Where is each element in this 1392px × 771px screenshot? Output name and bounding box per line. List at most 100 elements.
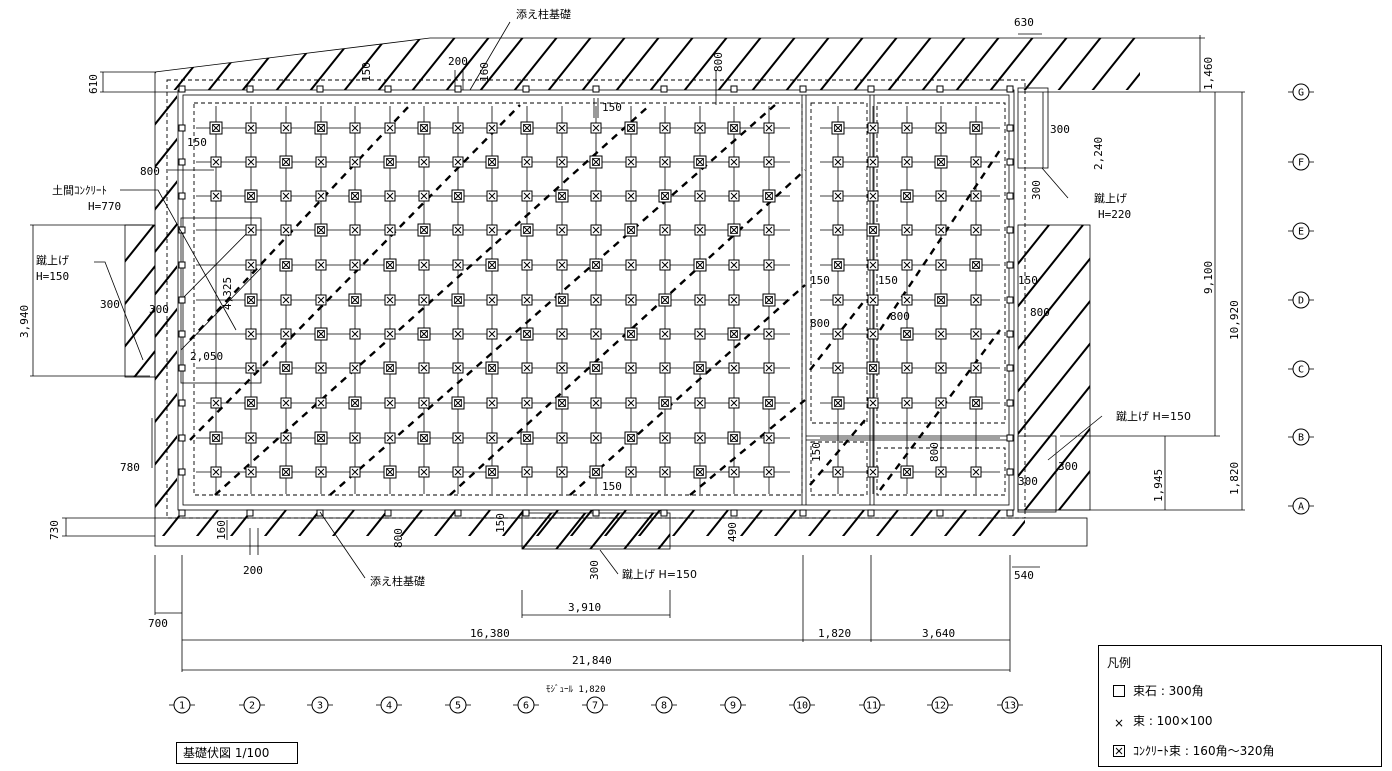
pier-symbol (972, 468, 980, 476)
hatch-line (501, 510, 525, 536)
footing-stone (592, 85, 600, 93)
hatch-line (1046, 510, 1068, 538)
pier-symbol (282, 158, 290, 166)
pier-symbol (661, 158, 669, 166)
pier-symbol (282, 124, 290, 132)
pier-symbol (937, 124, 945, 132)
pier-symbol (420, 226, 428, 234)
pier-symbol (454, 399, 462, 407)
pier-symbol (488, 434, 496, 442)
hatch-line (1022, 38, 1069, 90)
pier-symbol (661, 226, 669, 234)
pier-symbol (972, 226, 980, 234)
pier-symbol (282, 468, 290, 476)
pier-symbol (558, 468, 566, 476)
pier-symbol (834, 124, 842, 132)
hatch-line (580, 38, 627, 90)
pier-symbol (523, 434, 531, 442)
pier-symbol (488, 330, 496, 338)
pier-symbol (903, 192, 911, 200)
hatch-line (1018, 299, 1090, 393)
dim-630: 630 (1014, 16, 1034, 29)
pier-symbol (351, 296, 359, 304)
dim-21840: 21,840 (572, 654, 612, 667)
pier-symbol (247, 192, 255, 200)
hatch-line (603, 510, 627, 536)
pier-symbol (386, 158, 394, 166)
hatch-line (1023, 427, 1090, 510)
hatch-line (478, 38, 525, 90)
hatch-line (535, 510, 559, 536)
dim-160-bottom: 160 (215, 520, 228, 540)
footing-stone (1006, 468, 1014, 476)
dim-300-rt2: 300 (1030, 180, 1043, 200)
pier-symbol (420, 124, 428, 132)
pier-symbol (730, 226, 738, 234)
callout-doma-h: H=770 (88, 200, 121, 213)
dim-730: 730 (48, 520, 61, 540)
pier-symbol (903, 468, 911, 476)
row-axis-label: D (1298, 296, 1304, 307)
pier-symbol (317, 192, 325, 200)
pier-symbol (696, 124, 704, 132)
pier-symbol (523, 434, 531, 442)
pier-symbol (592, 158, 600, 166)
pier-symbol (282, 226, 290, 234)
pier-symbol (592, 330, 600, 338)
pier-symbol (523, 399, 531, 407)
pier-symbol (420, 124, 428, 132)
pier-symbol (765, 192, 773, 200)
pier-symbol (765, 192, 773, 200)
footing-stone (522, 509, 530, 517)
footing-stone (867, 509, 875, 517)
callout-kerage-right-top: 蹴上げ (1094, 191, 1127, 205)
footing-stone (178, 399, 186, 407)
pier-symbol (834, 364, 842, 372)
pier-symbol (627, 124, 635, 132)
footing-stone (178, 364, 186, 372)
hatch-line (875, 510, 899, 536)
pier-symbol (247, 434, 255, 442)
pier-symbol (834, 226, 842, 234)
pier-symbol (869, 226, 877, 234)
dim-800-bottom: 800 (392, 528, 405, 548)
legend-title: 凡例 (1107, 656, 1132, 670)
pier-symbol (903, 364, 911, 372)
pier-symbol (903, 158, 911, 166)
dim-300-l1: 300 (100, 298, 120, 311)
column-axis-label: 13 (1004, 701, 1016, 712)
pier-symbol (869, 468, 877, 476)
hatch-line (920, 38, 967, 90)
pier-symbol (937, 468, 945, 476)
footing-stone (799, 509, 807, 517)
pier-symbol (834, 330, 842, 338)
pier-symbol (972, 192, 980, 200)
pier-symbol (488, 468, 496, 476)
pier-symbol (386, 364, 394, 372)
pier-symbol (937, 364, 945, 372)
pier-symbol (765, 261, 773, 269)
footing-stone (246, 85, 254, 93)
column-axis-label: 1 (179, 701, 185, 712)
pier-symbol (282, 364, 290, 372)
hatch-line (977, 510, 1001, 536)
dim-800-left: 800 (140, 165, 160, 178)
column-axis-label: 10 (796, 701, 808, 712)
pier-symbol (592, 399, 600, 407)
pier-symbol (351, 434, 359, 442)
hatch-line (1011, 519, 1025, 536)
pier-symbol (730, 434, 738, 442)
pier-symbol (972, 261, 980, 269)
hatch-line (297, 510, 321, 536)
pier-symbol (386, 468, 394, 476)
dim-150-inner-top: 150 (602, 101, 622, 114)
dim-610: 610 (87, 74, 100, 94)
dim-150-top: 150 (360, 62, 373, 82)
footing-stone (660, 509, 668, 517)
hatch-left (155, 95, 177, 509)
pier-symbol (765, 364, 773, 372)
pier-symbol (661, 192, 669, 200)
pier-symbol (730, 296, 738, 304)
pier-symbol (454, 192, 462, 200)
